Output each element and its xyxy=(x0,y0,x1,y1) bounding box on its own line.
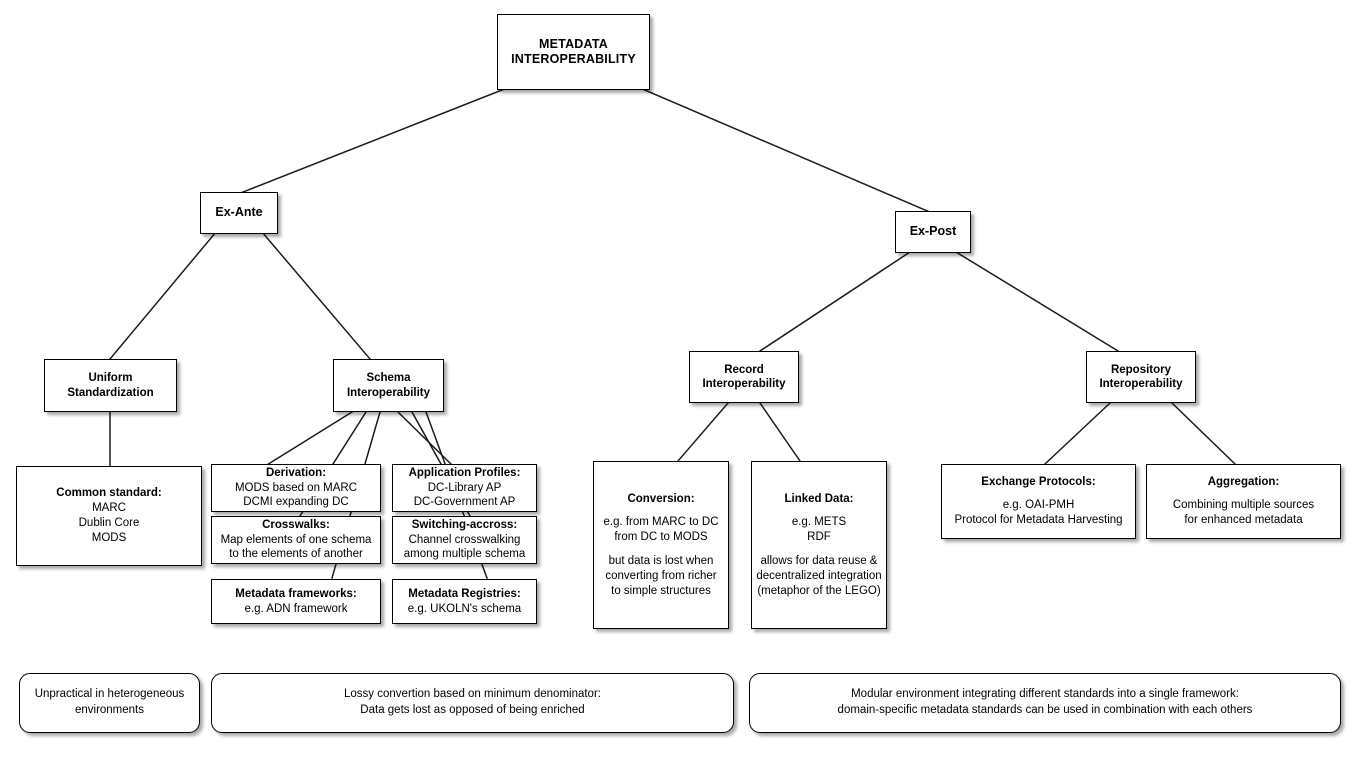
conversion-group1-line-1: e.g. from MARC to DC xyxy=(603,516,719,529)
node-linked-data[interactable]: Linked Data: e.g. METS RDF allows for da… xyxy=(751,461,887,629)
edge-root-to-ex-ante xyxy=(237,87,508,195)
crosswalks-line-2: to the elements of another xyxy=(229,548,363,561)
summary-middle-line-2: Data gets lost as opposed of being enric… xyxy=(360,704,585,716)
exchange-protocols-line-2: Protocol for Metadata Harvesting xyxy=(954,514,1123,527)
node-ex-post[interactable]: Ex-Post xyxy=(895,211,971,253)
linked-data-group2-line-1: allows for data reuse & xyxy=(760,554,878,567)
node-summary-middle[interactable]: Lossy convertion based on minimum denomi… xyxy=(211,673,734,733)
application-profiles-line-2: DC-Government AP xyxy=(413,496,516,509)
node-common-standard[interactable]: Common standard: MARC Dublin Core MODS xyxy=(16,466,202,566)
metadata-registries-line-1: e.g. UKOLN's schema xyxy=(407,602,522,615)
switching-accross-heading: Switching-accross: xyxy=(411,518,518,531)
common-standard-line-2: Dublin Core xyxy=(78,517,140,529)
node-summary-right[interactable]: Modular environment integrating differen… xyxy=(749,673,1341,733)
edge-repository-to-exchange-protocols xyxy=(1043,401,1112,466)
node-application-profiles[interactable]: Application Profiles: DC-Library AP DC-G… xyxy=(392,464,537,512)
node-conversion[interactable]: Conversion: e.g. from MARC to DC from DC… xyxy=(593,461,729,629)
aggregation-heading: Aggregation: xyxy=(1207,475,1280,488)
ex-post-label: Ex-Post xyxy=(909,224,957,239)
node-schema-interoperability[interactable]: Schema Interoperability xyxy=(333,359,444,412)
edge-repository-to-aggregation xyxy=(1170,401,1237,466)
root-title-line1: METADATA xyxy=(539,36,608,51)
node-summary-left[interactable]: Unpractical in heterogeneous environment… xyxy=(19,673,200,733)
ex-ante-label: Ex-Ante xyxy=(215,205,263,220)
crosswalks-heading: Crosswalks: xyxy=(262,518,330,531)
root-title-line2: INTEROPERABILITY xyxy=(511,52,636,66)
crosswalks-line-1: Map elements of one schema xyxy=(220,533,372,546)
linked-data-group2-line-3: (metaphor of the LEGO) xyxy=(757,584,881,597)
linked-data-heading: Linked Data: xyxy=(784,492,854,505)
schema-interoperability-line2: Interoperability xyxy=(346,386,431,399)
node-metadata-frameworks[interactable]: Metadata frameworks: e.g. ADN framework xyxy=(211,579,381,624)
exchange-protocols-line-1: e.g. OAI-PMH xyxy=(1002,499,1075,512)
conversion-group2-line-3: to simple structures xyxy=(611,584,711,597)
common-standard-line-1: MARC xyxy=(92,502,126,515)
conversion-group2-line-2: converting from richer xyxy=(605,569,717,582)
repository-interoperability-line1: Repository xyxy=(1110,363,1172,376)
node-switching-accross[interactable]: Switching-accross: Channel crosswalking … xyxy=(392,516,537,564)
conversion-group1-line-2: from DC to MODS xyxy=(614,531,708,544)
common-standard-heading: Common standard: xyxy=(56,487,162,500)
aggregation-line-2: for enhanced metadata xyxy=(1184,514,1303,527)
edge-exante-to-schema xyxy=(260,230,372,361)
conversion-heading: Conversion: xyxy=(627,492,695,505)
edge-exante-to-uniform xyxy=(108,230,218,361)
node-uniform-standardization[interactable]: Uniform Standardization xyxy=(44,359,177,412)
summary-left-line-2: environments xyxy=(74,704,145,716)
schema-interoperability-line1: Schema xyxy=(366,372,411,385)
derivation-line-1: MODS based on MARC xyxy=(234,481,358,494)
linked-data-group1-line-2: RDF xyxy=(807,531,831,544)
uniform-standardization-line2: Standardization xyxy=(67,386,154,399)
switching-accross-line-2: among multiple schema xyxy=(403,548,526,561)
summary-middle-line-1: Lossy convertion based on minimum denomi… xyxy=(344,688,601,701)
metadata-frameworks-heading: Metadata frameworks: xyxy=(235,587,357,600)
node-derivation[interactable]: Derivation: MODS based on MARC DCMI expa… xyxy=(211,464,381,512)
edge-expost-to-repository xyxy=(954,250,1120,353)
summary-right-line-1: Modular environment integrating differen… xyxy=(851,688,1239,701)
linked-data-group2-line-2: decentralized integration xyxy=(756,569,882,582)
node-crosswalks[interactable]: Crosswalks: Map elements of one schema t… xyxy=(211,516,381,564)
node-aggregation[interactable]: Aggregation: Combining multiple sources … xyxy=(1146,464,1341,539)
node-metadata-registries[interactable]: Metadata Registries: e.g. UKOLN's schema xyxy=(392,579,537,624)
edge-schema-to-derivation xyxy=(260,410,354,470)
aggregation-line-1: Combining multiple sources xyxy=(1172,499,1315,512)
metadata-registries-heading: Metadata Registries: xyxy=(408,587,521,600)
derivation-line-2: DCMI expanding DC xyxy=(243,496,349,509)
application-profiles-line-1: DC-Library AP xyxy=(427,481,502,494)
conversion-group2-line-1: but data is lost when xyxy=(608,554,714,567)
derivation-heading: Derivation: xyxy=(265,466,327,479)
edge-record-to-conversion xyxy=(676,401,730,463)
node-exchange-protocols[interactable]: Exchange Protocols: e.g. OAI-PMH Protoco… xyxy=(941,464,1136,539)
common-standard-line-3: MODS xyxy=(91,531,127,544)
edge-schema-to-application-profiles xyxy=(396,410,457,470)
node-metadata-interoperability[interactable]: METADATA INTEROPERABILITY xyxy=(497,14,650,90)
exchange-protocols-heading: Exchange Protocols: xyxy=(981,475,1096,488)
node-record-interoperability[interactable]: Record Interoperability xyxy=(689,351,799,403)
application-profiles-heading: Application Profiles: xyxy=(408,466,521,479)
switching-accross-line-1: Channel crosswalking xyxy=(408,533,521,546)
linked-data-group1-line-1: e.g. METS xyxy=(791,516,847,529)
repository-interoperability-line2: Interoperability xyxy=(1099,378,1183,390)
summary-right-line-2: domain-specific metadata standards can b… xyxy=(837,704,1253,716)
metadata-frameworks-line-1: e.g. ADN framework xyxy=(244,602,348,615)
node-ex-ante[interactable]: Ex-Ante xyxy=(200,192,278,234)
node-repository-interoperability[interactable]: Repository Interoperability xyxy=(1086,351,1196,403)
uniform-standardization-line1: Uniform xyxy=(88,372,133,385)
edge-expost-to-record xyxy=(758,250,912,353)
record-interoperability-line2: Interoperability xyxy=(702,378,786,390)
record-interoperability-line1: Record xyxy=(724,363,764,376)
edge-root-to-ex-post xyxy=(639,87,933,214)
summary-left-line-1: Unpractical in heterogeneous xyxy=(34,688,185,701)
edge-record-to-linked-data xyxy=(758,401,802,463)
